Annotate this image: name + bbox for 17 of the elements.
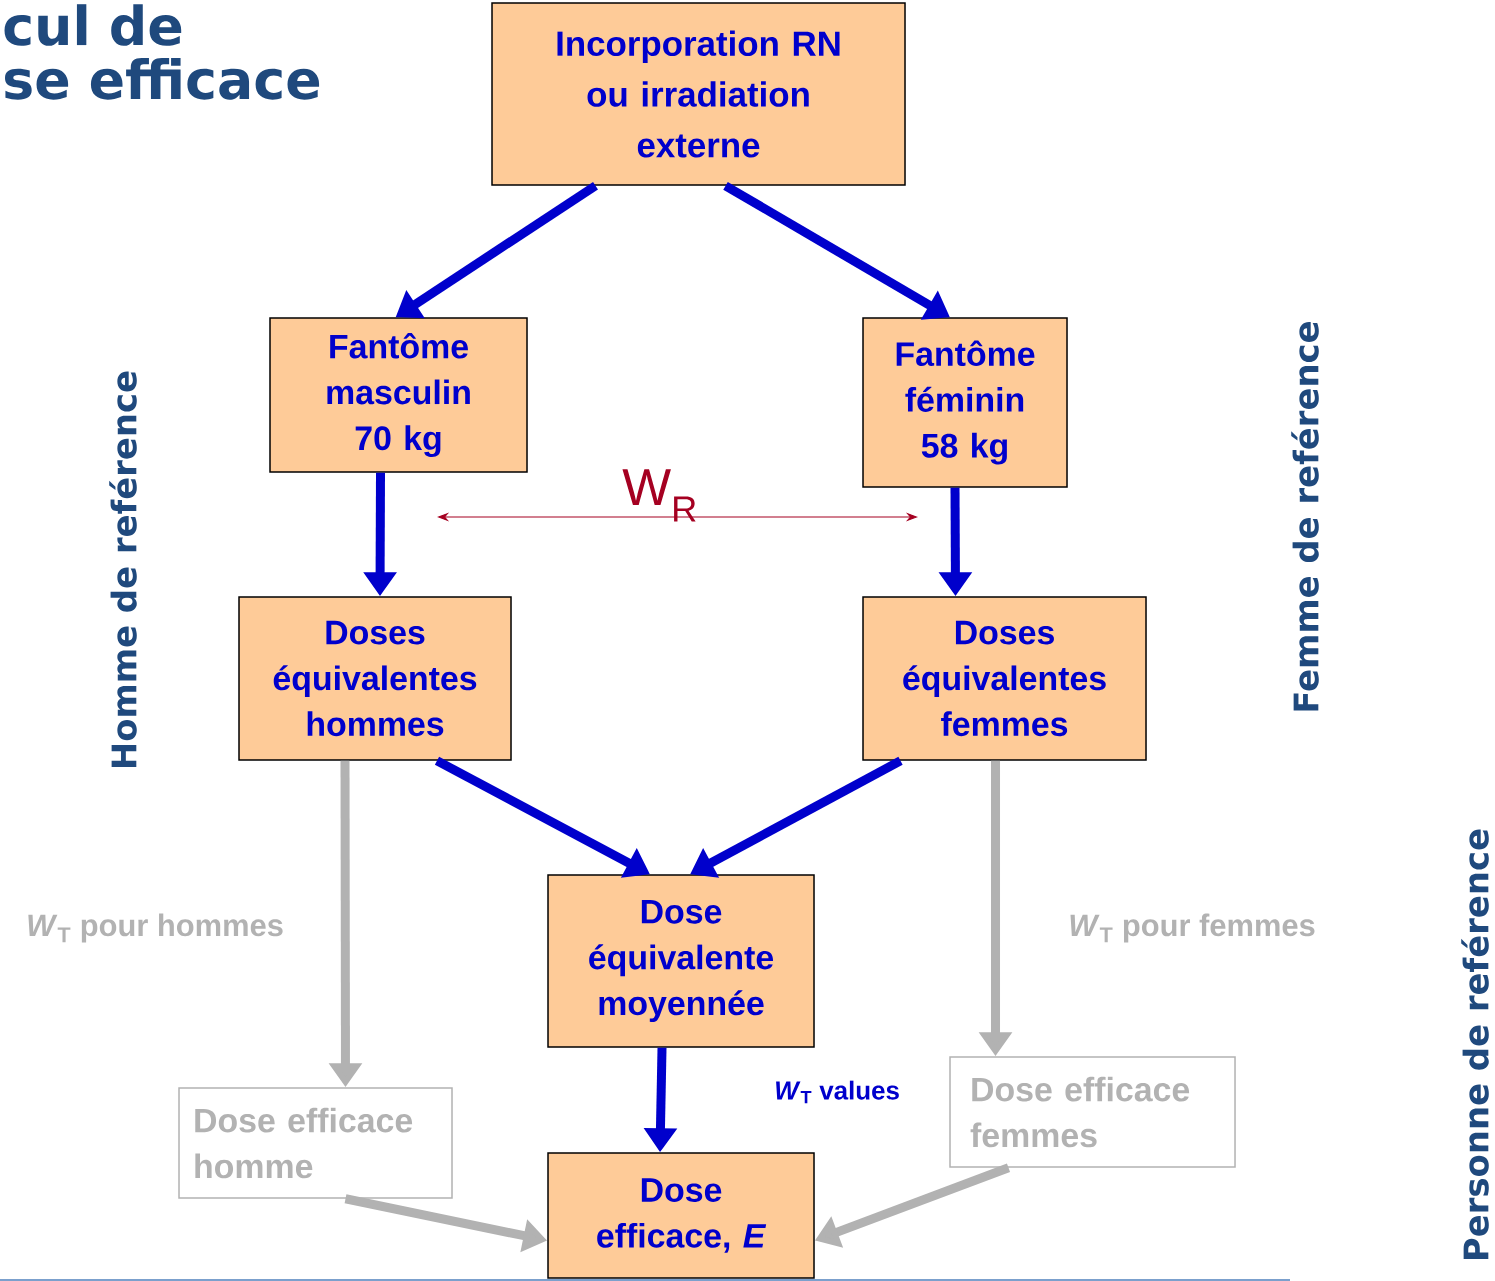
edge-label: W$_{T}$ values — [772, 1078, 902, 1106]
node-box: Dose équivalente moyennée — [547, 874, 815, 1048]
weighting-label: W$_{R}$ — [622, 469, 696, 522]
node-box: Doses équivalentes hommes — [238, 596, 512, 761]
node-box: Fantôme féminin 58 kg — [862, 317, 1068, 488]
faded-box: Dose efficace homme — [178, 1087, 453, 1199]
faded-box: Dose efficace femmes — [949, 1056, 1236, 1168]
node-box: Dose efficace, E — [547, 1152, 815, 1279]
title: cul de se efficace — [4, 4, 320, 100]
node-box: Incorporation RN ou irradiation externe — [491, 2, 906, 186]
side-label: Femme de reférence — [1291, 322, 1319, 711]
side-label: Personne de reférence — [1461, 829, 1489, 1259]
side-label: Homme de reférence — [109, 371, 137, 767]
edge-label: W$_{T}$ pour femmes — [1066, 911, 1318, 945]
node-box: Fantôme masculin 70 kg — [269, 317, 528, 473]
node-box: Doses équivalentes femmes — [862, 596, 1147, 761]
edge-label: W$_{T}$ pour hommes — [24, 911, 286, 945]
